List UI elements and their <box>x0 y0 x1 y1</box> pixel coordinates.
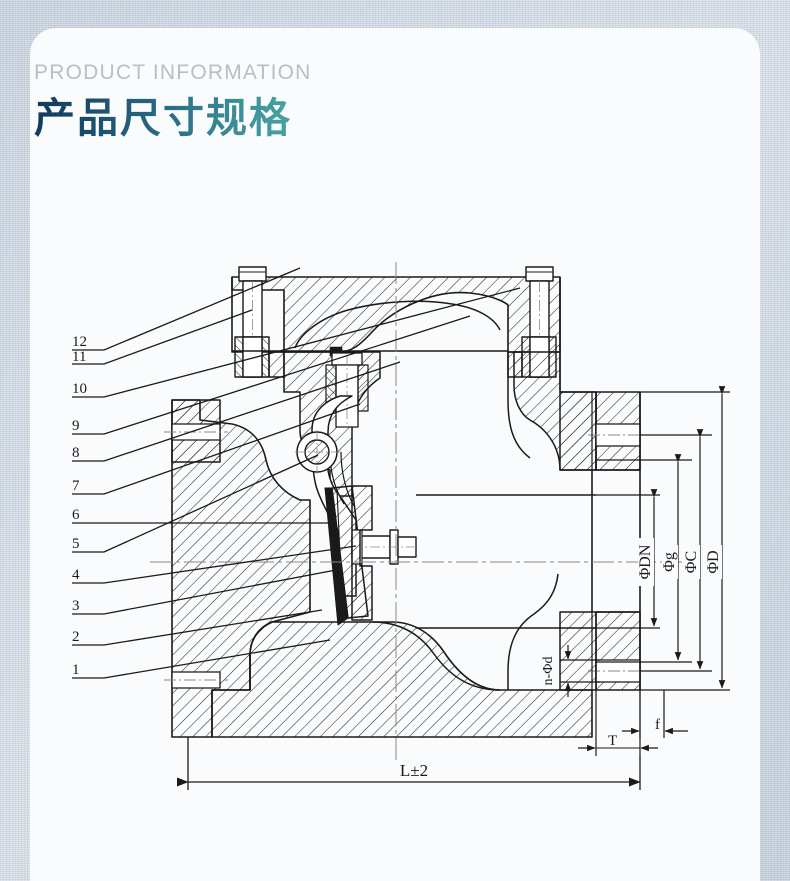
dim-label-f: f <box>655 717 660 733</box>
page-title: 产品尺寸规格 <box>34 95 312 142</box>
part-number-8: 8 <box>72 445 80 461</box>
bonnet-bolt-left <box>234 266 270 378</box>
face-height-dimension <box>622 690 688 738</box>
part-number-5: 5 <box>72 536 80 552</box>
valve-body-bottom <box>211 621 593 738</box>
leader-line-8 <box>72 361 401 462</box>
part-number-9: 9 <box>72 418 80 434</box>
leader-line-9 <box>72 315 471 435</box>
hinge-pivot-pin <box>295 430 341 474</box>
eyebrow-text: PRODUCT INFORMATION <box>34 61 312 84</box>
dim-label-t: T <box>608 733 617 749</box>
disc-carrier <box>351 485 373 621</box>
leader-line-11 <box>72 309 253 365</box>
page-header: PRODUCT INFORMATION 产品尺寸规格 <box>34 62 312 142</box>
outlet-flange-right <box>507 391 648 691</box>
leader-line-4 <box>72 545 357 584</box>
leader-line-2 <box>72 609 323 646</box>
dim-label-g: Φg <box>661 552 678 572</box>
part-number-12: 12 <box>72 334 87 350</box>
leader-line-10 <box>72 287 521 398</box>
dim-label-c: ΦC <box>683 551 700 573</box>
leader-line-12 <box>72 267 301 351</box>
part-number-2: 2 <box>72 629 80 645</box>
part-number-7: 7 <box>72 478 80 494</box>
leader-line-5 <box>72 454 319 553</box>
part-number-3: 3 <box>72 598 80 614</box>
part-number-labels: 12 11 10 9 8 7 6 5 4 3 2 1 <box>72 334 87 678</box>
dim-label-dn: ΦDN <box>637 544 654 579</box>
dim-label-d: ΦD <box>705 550 722 573</box>
leader-line-3 <box>72 569 337 615</box>
dim-label-bolt-holes: n-Φd <box>541 657 556 686</box>
bolt-hole-label-group: n-Φd <box>541 657 556 686</box>
diameter-dimension-labels: ΦDN Φg ΦC ΦD <box>637 538 722 586</box>
valve-body-section <box>150 262 700 760</box>
part-number-callouts <box>72 267 521 679</box>
part-number-4: 4 <box>72 567 80 583</box>
bolt-hole-dimension <box>560 645 600 697</box>
part-number-6: 6 <box>72 507 80 523</box>
part-number-11: 11 <box>72 349 86 365</box>
part-number-1: 1 <box>72 662 80 678</box>
bore-passage <box>416 494 596 629</box>
dim-label-length: L±2 <box>400 761 428 780</box>
leader-line-7 <box>72 403 361 495</box>
part-number-10: 10 <box>72 381 87 397</box>
leader-line-1 <box>72 639 331 679</box>
disc-retaining-nut <box>351 529 417 565</box>
overall-length-dimension <box>176 737 641 790</box>
